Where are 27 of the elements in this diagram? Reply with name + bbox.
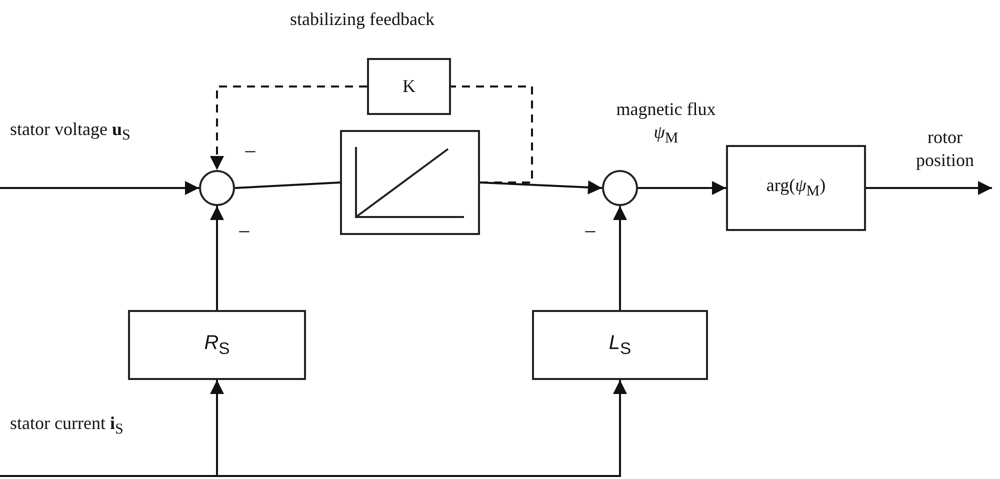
integrator-box [340,130,480,235]
edge-label: stator voltage u$_{S}$ [10,118,132,146]
block-label: L$_{S}$ [608,332,632,358]
edge-label: magnetic flux ψ$_{M}$ [615,98,717,148]
arrow [866,181,992,195]
line [234,182,340,189]
arrow [638,181,726,195]
arrow [0,181,199,195]
summing-junction [199,170,235,206]
gain-box [367,58,451,115]
arrow [0,380,627,477]
resistance-box [128,310,306,380]
argument-box [726,145,866,231]
inductance-box [532,310,708,380]
dashed-arrow [210,86,367,170]
summing-junction [602,170,638,206]
block-label: arg(ψ$_{M}$) [766,175,826,201]
minus-sign: − [584,218,596,246]
minus-sign: − [244,138,256,166]
arrow [613,206,627,310]
arrow [210,206,224,310]
edge-label: rotor position [914,126,975,171]
edge-label: stator current i$_{S}$ [10,412,124,440]
annotation-text: stabilizing feedback [290,8,434,30]
block-label: R$_{S}$ [204,332,230,358]
block-label: K [402,76,416,97]
minus-sign: − [238,218,250,246]
